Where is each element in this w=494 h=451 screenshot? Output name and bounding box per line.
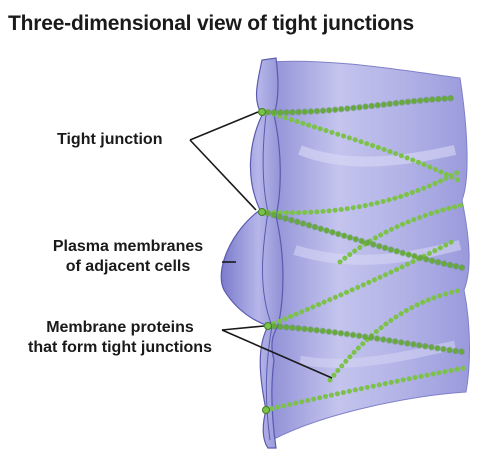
tight-junction-label: Tight junction xyxy=(57,131,163,148)
junction-points xyxy=(258,108,272,414)
leader-lines xyxy=(189,111,333,379)
membrane-proteins-label: Membrane proteins that form tight juncti… xyxy=(28,319,212,356)
tight-junction-protein-strands xyxy=(259,95,467,413)
diagram-title: Three-dimensional view of tight junction… xyxy=(8,12,414,35)
plasma-membranes-label: Plasma membranes of adjacent cells xyxy=(52,238,204,275)
